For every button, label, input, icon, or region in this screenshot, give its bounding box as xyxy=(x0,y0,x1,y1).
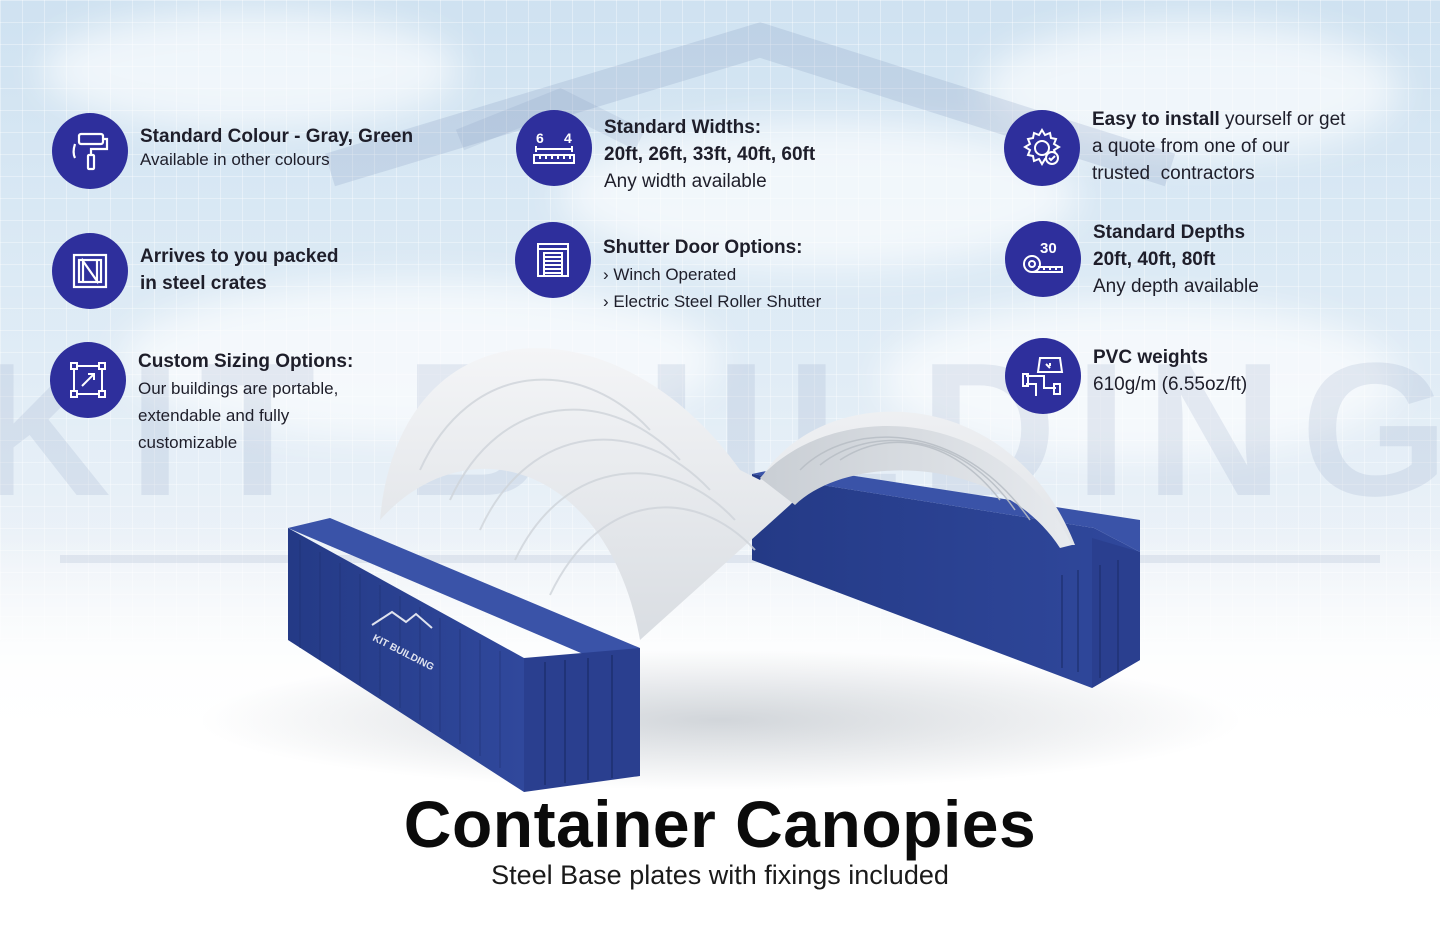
shutter-title: Shutter Door Options: xyxy=(603,237,803,258)
cloud xyxy=(560,120,1080,270)
cloud xyxy=(40,10,460,130)
install-line-3: trusted contractors xyxy=(1092,163,1255,184)
depths-values: 20ft, 40ft, 80ft xyxy=(1093,249,1216,270)
colour-title: Standard Colour - Gray, Green xyxy=(140,126,414,147)
shutter-door-icon xyxy=(515,222,591,298)
ruler-width-icon: 6 4 xyxy=(516,110,592,186)
crates-line-1: Arrives to you packed xyxy=(140,246,339,267)
depths-subtitle: Any depth available xyxy=(1093,276,1259,297)
pvc-title: PVC weights xyxy=(1093,347,1209,368)
install-rest-text: yourself or get xyxy=(1219,109,1346,130)
feature-easy-install: Easy to install yourself or get a quote … xyxy=(1004,109,1346,187)
colour-subtitle: Available in other colours xyxy=(140,150,330,169)
gear-check-icon xyxy=(1004,110,1080,186)
white-fabric-canopy xyxy=(380,348,1075,640)
feature-pvc-weights: PVC weights 610g/m (6.55oz/ft) xyxy=(1005,338,1247,414)
right-shipping-container xyxy=(752,466,1140,688)
feature-shutter-door: Shutter Door Options: › Winch Operated ›… xyxy=(515,222,821,315)
shutter-option-electric: › Electric Steel Roller Shutter xyxy=(603,292,822,311)
feature-standard-colour: Standard Colour - Gray, Green Available … xyxy=(52,113,413,189)
sizing-line-1: Our buildings are portable, xyxy=(138,379,339,398)
page-title: Container Canopies xyxy=(403,787,1037,861)
depths-title: Standard Depths xyxy=(1093,222,1246,243)
paint-roller-icon xyxy=(52,113,128,189)
pvc-value: 610g/m (6.55oz/ft) xyxy=(1093,374,1248,395)
crate-icon xyxy=(52,233,128,309)
sizing-line-3: customizable xyxy=(138,433,238,452)
widths-subtitle: Any width available xyxy=(604,171,767,192)
feature-steel-crates: Arrives to you packed in steel crates xyxy=(52,233,339,309)
widths-values: 20ft, 26ft, 33ft, 40ft, 60ft xyxy=(604,144,816,165)
install-line-2: a quote from one of our xyxy=(1092,136,1290,157)
tape-measure-icon: 30 xyxy=(1005,221,1081,297)
feature-standard-widths: 6 4 Standard Widths: 20ft, 26ft, 33ft, 4… xyxy=(516,110,815,195)
widths-title: Standard Widths: xyxy=(604,117,762,138)
sizing-title: Custom Sizing Options: xyxy=(138,351,354,372)
depth-icon-number: 30 xyxy=(1040,240,1057,257)
crates-line-2: in steel crates xyxy=(140,273,267,294)
shutter-option-winch: › Winch Operated xyxy=(603,265,737,284)
left-shipping-container: KIT BUILDING xyxy=(288,518,640,792)
width-icon-right-number: 4 xyxy=(564,130,572,146)
install-bold-text: Easy to install xyxy=(1092,109,1220,130)
pvc-weight-icon xyxy=(1005,338,1081,414)
width-icon-left-number: 6 xyxy=(536,130,544,146)
sizing-line-2: extendable and fully xyxy=(138,406,290,425)
page-subtitle: Steel Base plates with fixings included xyxy=(491,860,949,890)
feature-custom-sizing: Custom Sizing Options: Our buildings are… xyxy=(50,342,353,456)
resize-icon xyxy=(50,342,126,418)
feature-standard-depths: 30 Standard Depths 20ft, 40ft, 80ft Any … xyxy=(1005,221,1259,300)
